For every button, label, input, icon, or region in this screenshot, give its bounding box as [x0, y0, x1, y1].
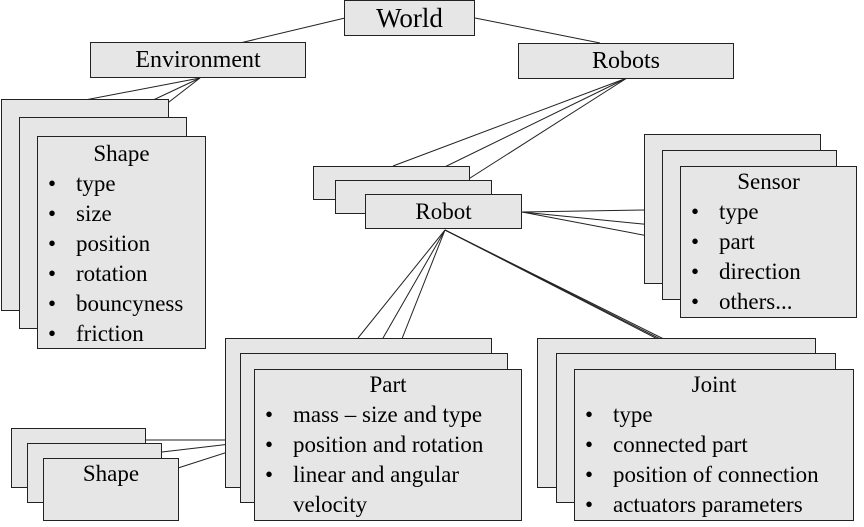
sensor-box: Sensor •type •part •direction •others... — [680, 166, 857, 318]
environment-shape-properties: •type •size •position •rotation •bouncyn… — [38, 169, 183, 349]
bullet-icon: • — [691, 229, 700, 254]
list-item: •bouncyness — [38, 289, 183, 319]
bullet-icon: • — [585, 492, 594, 517]
bullet-icon: • — [691, 199, 700, 224]
bullet-icon: • — [265, 402, 274, 427]
list-item: •friction — [38, 319, 183, 349]
bullet-icon: • — [48, 231, 57, 256]
list-item-continuation: velocity — [293, 492, 368, 517]
world-title: World — [376, 3, 443, 33]
sensor-title: Sensor — [737, 169, 800, 194]
bullet-icon: • — [48, 321, 57, 346]
robots-box: Robots — [518, 43, 734, 79]
list-item: •linear and angular — [255, 460, 483, 490]
bullet-icon: • — [48, 291, 57, 316]
bullet-icon: • — [691, 289, 700, 314]
bullet-icon: • — [265, 432, 274, 457]
list-item: •size — [38, 199, 183, 229]
sensor-properties: •type •part •direction •others... — [681, 197, 801, 317]
robot-box: Robot — [365, 194, 522, 229]
list-item: •others... — [681, 287, 801, 317]
environment-box: Environment — [90, 42, 306, 78]
bullet-icon: • — [691, 259, 700, 284]
part-title: Part — [369, 372, 407, 397]
robot-title: Robot — [415, 199, 472, 224]
bullet-icon: • — [48, 201, 57, 226]
part-box: Part •mass – size and type •position and… — [254, 369, 522, 521]
list-item: •type — [681, 197, 801, 227]
list-item: •rotation — [38, 259, 183, 289]
environment-shape-box: Shape •type •size •position •rotation •b… — [37, 136, 206, 349]
bullet-icon: • — [48, 171, 57, 196]
bullet-icon: • — [48, 261, 57, 286]
bullet-icon: • — [585, 402, 594, 427]
part-shape-title: Shape — [82, 461, 140, 486]
bullet-icon: • — [585, 432, 594, 457]
list-item: •connected part — [575, 430, 819, 460]
robots-title: Robots — [591, 48, 660, 74]
list-item: •position of connection — [575, 460, 819, 490]
part-shape-box: Shape — [43, 458, 179, 521]
list-item: •type — [38, 169, 183, 199]
environment-shape-title: Shape — [93, 141, 150, 166]
list-item: •type — [575, 400, 819, 430]
list-item: •position — [38, 229, 183, 259]
joint-properties: •type •connected part •position of conne… — [575, 400, 819, 520]
bullet-icon: • — [265, 462, 274, 487]
bullet-icon: • — [585, 462, 594, 487]
list-item: •position and rotation — [255, 430, 483, 460]
list-item: •part — [681, 227, 801, 257]
world-box: World — [344, 0, 475, 36]
list-item: •mass – size and type — [255, 400, 483, 430]
list-item: •actuators parameters — [575, 490, 819, 520]
list-item: •direction — [681, 257, 801, 287]
environment-title: Environment — [135, 47, 261, 73]
joint-title: Joint — [691, 372, 737, 397]
joint-box: Joint •type •connected part •position of… — [574, 369, 854, 521]
part-properties: •mass – size and type •position and rota… — [255, 400, 483, 520]
